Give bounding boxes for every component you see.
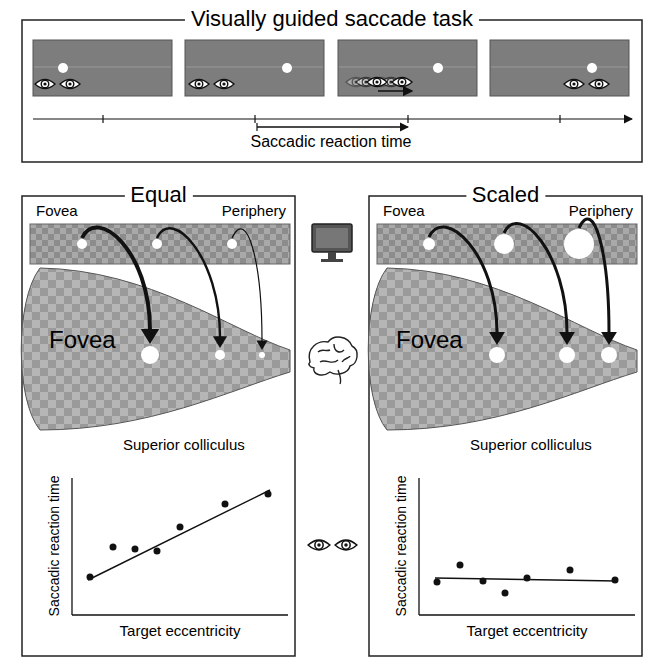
- projection-arrow: [152, 228, 227, 360]
- activity-dot: [259, 352, 265, 358]
- stimulus-dot: [227, 239, 237, 249]
- arrow-head: [213, 336, 227, 348]
- axis-label: Saccadic reaction time: [46, 476, 62, 617]
- visual-field-strip: Fovea Periphery: [377, 202, 637, 264]
- projection-arrow: [564, 219, 617, 363]
- projection-arrow: [227, 229, 268, 358]
- stimulus-dot: [564, 229, 594, 259]
- visual-field-strip: Fovea Periphery: [30, 202, 290, 264]
- arrow-line: [429, 227, 497, 333]
- region-label: Fovea: [383, 202, 425, 219]
- axis-label: Target eccentricity: [120, 622, 241, 639]
- interval-label: Saccadic reaction time: [251, 133, 412, 151]
- region-label: Fovea: [49, 326, 116, 354]
- arrow-head: [559, 332, 575, 345]
- colliculus-map: FoveaSuperior colliculus: [35, 266, 290, 462]
- condition-panel: ScaledFoveaPeripheryFoveaSuperior collic…: [369, 196, 642, 656]
- projection-arrow: [494, 223, 575, 363]
- activity-dot: [215, 350, 225, 360]
- activity-dot: [559, 347, 575, 363]
- panel-title: Visually guided saccade task: [185, 6, 479, 31]
- condition-panel: EqualFoveaPeripheryFoveaSuperior collicu…: [22, 196, 295, 656]
- stimulus-dot: [494, 234, 514, 254]
- stimulus-dot: [77, 239, 87, 249]
- region-label: Superior colliculus: [470, 436, 592, 453]
- panel-title: Equal: [124, 182, 192, 207]
- arrow-head: [601, 332, 617, 345]
- activity-dot: [601, 347, 617, 363]
- stimulus-dot: [423, 238, 435, 250]
- region-label: Periphery: [222, 202, 286, 219]
- region-label: Fovea: [36, 202, 78, 219]
- arrow-line: [504, 223, 567, 333]
- arrow-head: [141, 329, 159, 344]
- arrow-head: [489, 332, 505, 345]
- region-label: Superior colliculus: [123, 436, 245, 453]
- arrow-line: [232, 229, 262, 342]
- arrow-head: [256, 341, 267, 350]
- activity-dot: [489, 347, 505, 363]
- region-label: Fovea: [396, 326, 463, 354]
- arrow-line: [579, 219, 609, 333]
- axis-label: Saccadic reaction time: [393, 476, 409, 617]
- axis-label: Target eccentricity: [467, 622, 588, 639]
- activity-dot: [141, 346, 159, 364]
- arrow-line: [82, 227, 150, 330]
- arrow-line: [157, 228, 220, 337]
- panel-title: Scaled: [466, 182, 545, 207]
- region-label: Periphery: [569, 202, 633, 219]
- stimulus-dot: [152, 239, 162, 249]
- colliculus-map: FoveaSuperior colliculus: [382, 266, 637, 462]
